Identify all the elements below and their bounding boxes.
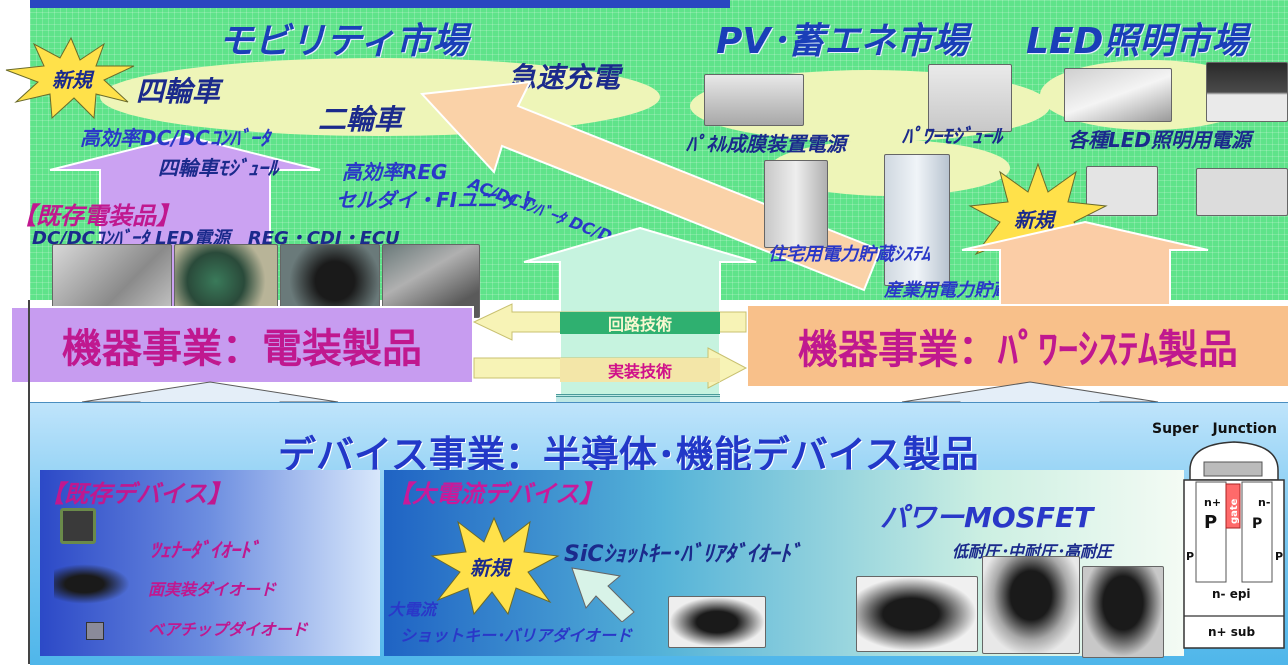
power-business-box: 機器事業：ﾊﾟﾜｰｼｽﾃﾑ製品 [746,304,1288,388]
sj-p-left-text: P [1204,512,1217,533]
new-badge-label-device: 新規 [470,556,510,580]
sj-p-right-text: P [1252,516,1262,532]
bare-chip-photo [86,622,104,640]
power-mosfet-label: パワーMOSFET [880,501,1094,534]
mosfet-package-photo-2 [982,556,1080,654]
home-storage-label: 住宅用電力貯蔵ｼｽﾃﾑ [768,244,930,265]
panel-power-supply-photo [704,74,804,126]
smd-diode-label: 面実装ダイオード [148,580,277,599]
sic-up-arrow [571,567,635,622]
pv-market-title: PV･蓄エネ市場 [716,21,969,62]
high-efficiency-reg-label: 高効率REG [342,160,448,184]
power-module-photo [928,64,1012,132]
dcdc-converter-label: 高効率DC/DCｺﾝﾊﾞｰﾀ [80,126,270,150]
industrial-storage-photo [884,154,950,286]
led-market-title: LED照明市場 [1026,21,1248,62]
led-driver-photo-3 [1196,168,1288,216]
sj-n-epi-text: n- epi [1212,587,1251,601]
circuit-tech-label: 回路技術 [560,312,720,334]
bare-chip-label: ベアチップダイオード [148,620,308,639]
led-driver-photo [1206,62,1288,122]
super-junction-diagram: n+ n- P P P P gate n- epi n+ sub [1183,441,1285,649]
schottky-package-photo [668,596,766,648]
high-current-devices-title: 【大電流デバイス】 [388,480,604,508]
large-current-label: 大電流 [388,600,437,619]
sj-n-sub-text: n+ sub [1208,625,1255,639]
sj-n-minus-text: n- [1258,496,1270,509]
new-badge-star-mobility [5,36,135,120]
power-up-arrow [961,220,1209,320]
home-storage-photo [764,160,828,248]
new-badge-star-device [430,516,560,616]
mobility-ellipse [100,58,660,136]
zener-diode-photo [60,508,96,544]
smd-diode-photo [54,564,130,604]
new-badge-label-pv: 新規 [1014,208,1054,232]
led-tube-photo [1064,68,1172,122]
electrical-business-box: 機器事業：電装製品 [10,306,474,384]
mosfet-package-photo-3 [1082,566,1164,658]
existing-devices-title: 【既存デバイス】 [40,480,232,508]
four-wheel-module-label: 四輪車ﾓｼﾞｭｰﾙ [158,156,278,180]
cell-fi-unit-label: セルダイ・FIユニット [336,188,538,212]
sj-n-plus-text: n+ [1204,496,1221,509]
existing-electrical-title: 【既存電装品】 [12,202,180,230]
schottky-barrier-label: ショットキー･バリアダイオード [400,626,633,645]
mosfet-package-photo-1 [856,576,978,652]
new-badge-label-mobility: 新規 [52,68,92,92]
super-junction-title: Super Junction [1152,421,1277,437]
existing-electrical-items: DC/DCｺﾝﾊﾞｰﾀ LED電源 REG・CDI・ECU [32,228,400,249]
market-panel-top-strip [30,0,730,8]
regulator-photo [280,244,380,318]
led-power-label: 各種LED照明用電源 [1068,128,1252,152]
sj-p-outer-left-text: P [1186,550,1194,563]
dcdc-converter-photo [52,244,172,318]
zener-diode-label: ﾂｪﾅｰﾀﾞｲｵｰﾄﾞ [150,538,260,562]
device-business-title: デバイス事業：半導体･機能デバイス製品 [278,433,979,477]
sic-schottky-label: SiCｼｮｯﾄｷｰ･ﾊﾞﾘｱﾀﾞｲｵｰﾄﾞ [564,542,802,567]
mounting-tech-label: 実装技術 [560,358,720,382]
mobility-market-title: モビリティ市場 [218,21,468,62]
four-wheel-label: 四輪車 [136,75,221,108]
two-wheel-label: 二輪車 [318,103,403,136]
power-module-label: ﾊﾟﾜｰﾓｼﾞｭｰﾙ [902,124,1002,148]
sj-p-outer-right-text: P [1275,550,1283,563]
frame-left-line [28,300,30,664]
led-power-board-photo [174,244,278,318]
sj-gate-text: gate [1229,498,1240,524]
panel-power-label: ﾊﾟﾈﾙ成膜装置電源 [686,132,846,156]
